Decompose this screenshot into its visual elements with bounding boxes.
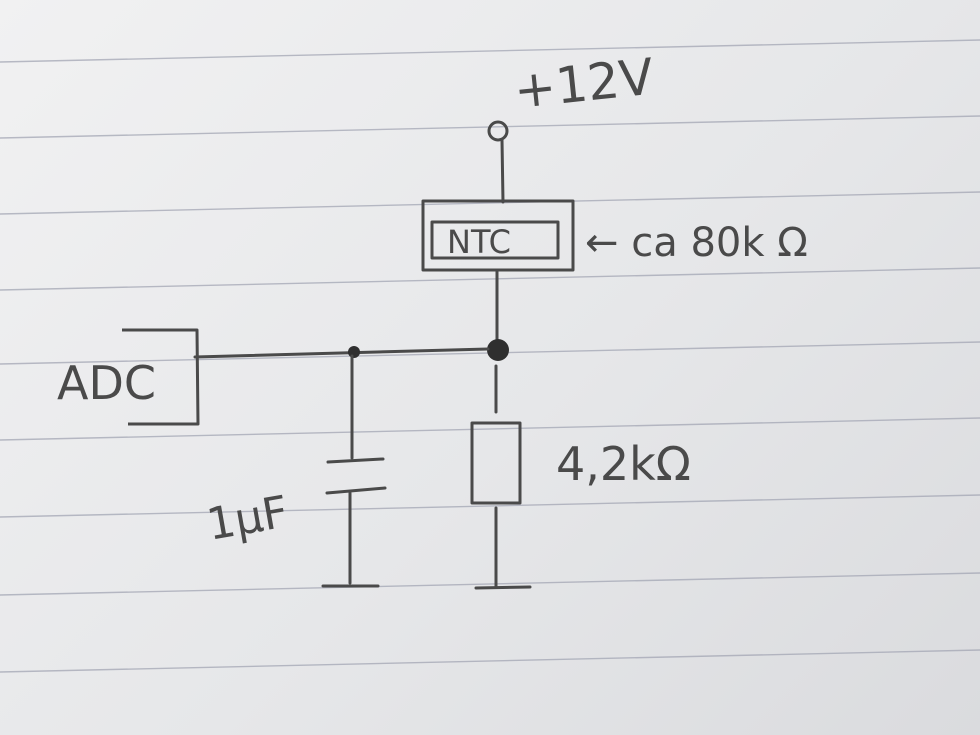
resistor (470, 421, 522, 505)
ruled-line (0, 572, 980, 596)
wire-supply-to-ntc (500, 138, 505, 204)
junction-dot-main (487, 339, 509, 361)
capacitor-label: 1µF (203, 486, 292, 550)
ntc-value-label: ← ca 80k Ω (585, 220, 808, 266)
ground-symbol-resistor (474, 585, 532, 590)
ruled-line (0, 417, 980, 441)
wire-adc-bus (193, 347, 490, 359)
ruled-line (0, 191, 980, 215)
ruled-line (0, 494, 980, 518)
ruled-line (0, 39, 980, 63)
junction-dot-cap (348, 346, 360, 358)
capacitor-plate-bottom (325, 486, 387, 495)
ruled-line (0, 267, 980, 291)
ntc-inner-box (430, 220, 560, 260)
capacitor (321, 354, 387, 588)
resistor-label: 4,2kΩ (556, 437, 691, 491)
ruled-line (0, 649, 980, 673)
ntc-label: NTC (447, 223, 511, 261)
adc-bracket (122, 328, 200, 426)
capacitor-plate-top (326, 457, 385, 464)
supply-voltage-label: +12V (511, 48, 656, 120)
adc-label: ADC (57, 356, 156, 410)
supply-terminal (487, 120, 509, 142)
